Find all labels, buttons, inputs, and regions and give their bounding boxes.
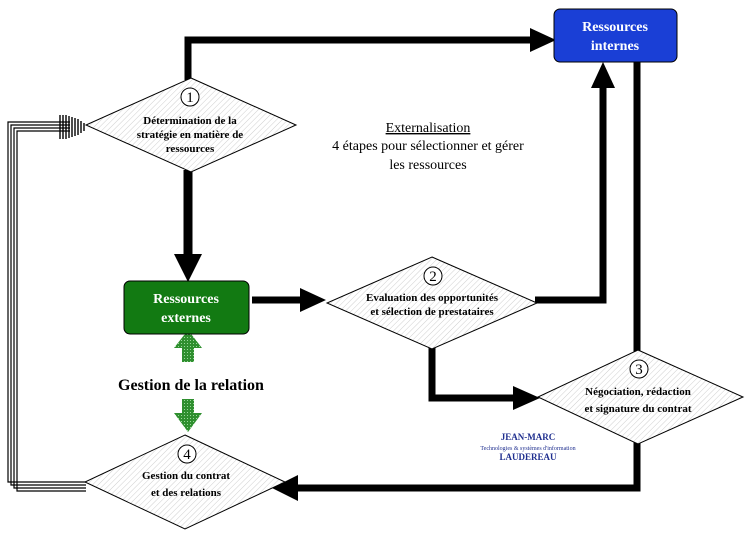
box-external-line2: externes: [161, 311, 211, 326]
author-logo: JEAN-MARC Technologies & systèmes d'info…: [480, 432, 575, 462]
diagram-subtitle-line1: 4 étapes pour sélectionner et gérer: [332, 139, 524, 154]
box-internal-line2: internes: [591, 39, 640, 54]
step-4-line2: et des relations: [151, 487, 222, 499]
step-2-diamond[interactable]: 2 Evaluation des opportunités et sélecti…: [325, 256, 539, 350]
relation-arrow-up: [174, 330, 202, 362]
step-2-line2: et sélection de prestataires: [370, 306, 494, 318]
step-1-line2: stratégie en matière de: [137, 129, 244, 141]
step-2-line1: Evaluation des opportunités: [366, 292, 499, 304]
arrow-step1-to-external: [174, 170, 202, 282]
box-internal-line1: Ressources: [582, 20, 648, 35]
step-1-line1: Détermination de la: [143, 115, 237, 127]
diagram-title-block: Externalisation 4 étapes pour sélectionn…: [332, 121, 524, 173]
step-3-number-circle: [629, 359, 649, 379]
step-1-line3: ressources: [166, 143, 215, 155]
arrow-step1-to-internal: [184, 28, 556, 80]
step-3-number: 3: [635, 362, 643, 378]
step-4-number: 4: [183, 447, 191, 463]
box-internal-resources[interactable]: Ressources internes: [553, 8, 678, 63]
box-external-line1: Ressources: [153, 292, 219, 307]
author-name-line1: JEAN-MARC: [501, 432, 556, 442]
box-external-resources[interactable]: Ressources externes: [123, 280, 250, 335]
step-1-number: 1: [186, 90, 194, 106]
step-4-number-circle: [177, 444, 197, 464]
step-4-line1: Gestion du contrat: [142, 470, 230, 482]
feedback-loop-step4-to-step1: [7, 115, 86, 492]
step-2-number: 2: [429, 269, 437, 285]
step-1-diamond[interactable]: 1 Détermination de la stratégie en matiè…: [84, 77, 298, 173]
arrow-step2-to-internal: [535, 62, 615, 304]
step-3-diamond[interactable]: 3 Négociation, rédaction et signature du…: [536, 349, 745, 445]
relation-label: Gestion de la relation: [118, 377, 264, 394]
step-2-number-circle: [423, 266, 443, 286]
relation-arrow-down: [174, 399, 202, 432]
diagram-subtitle-line2: les ressources: [389, 158, 466, 173]
arrow-step3-to-step4: [272, 440, 641, 501]
step-3-line2: et signature du contrat: [584, 403, 691, 415]
step-4-diamond[interactable]: 4 Gestion du contrat et des relations: [83, 434, 287, 530]
diagram-title: Externalisation: [386, 121, 471, 136]
step-3-line1: Négociation, rédaction: [585, 386, 691, 398]
arrow-step2-to-external: [252, 288, 326, 312]
author-name-line2: LAUDEREAU: [499, 452, 557, 462]
author-tagline: Technologies & systèmes d'information: [480, 445, 575, 452]
arrow-step2-to-step3: [428, 345, 540, 410]
step-1-number-circle: [180, 87, 200, 107]
